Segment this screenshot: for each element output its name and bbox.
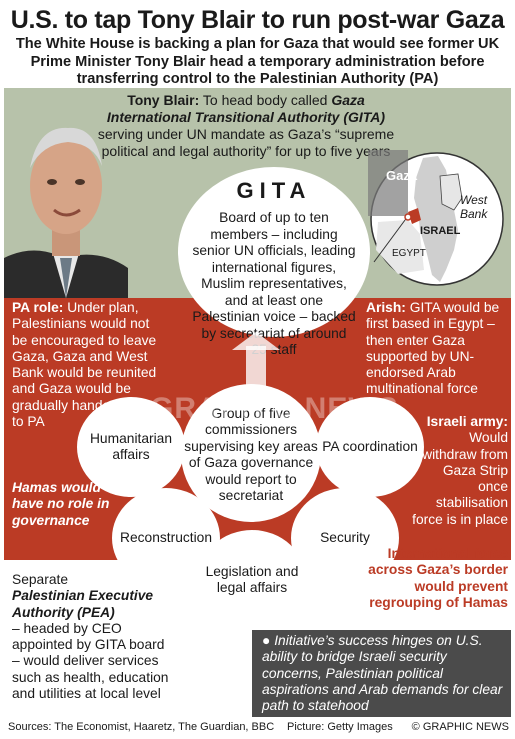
pa-role-label: PA role: <box>12 300 64 315</box>
map-label-gaza: Gaza <box>386 168 418 183</box>
headline: U.S. to tap Tony Blair to run post-war G… <box>10 6 505 34</box>
watermark: GRAPHIC NEWS <box>150 392 399 425</box>
arish-label: Arish: <box>366 300 406 315</box>
blair-text-2: serving under UN mandate as Gaza’s “supr… <box>97 126 395 159</box>
hamas-note: Hamas would have no role in governance <box>12 480 110 528</box>
footer: Sources: The Economist, Haaretz, The Gua… <box>4 717 511 739</box>
gita-full-name: Gaza International Transitional Authorit… <box>106 92 386 125</box>
israeli-army-text: Israeli army: Would withdraw from Gaza S… <box>412 414 508 528</box>
israeli-army-label: Israeli army: <box>426 414 508 429</box>
israeli-army-body: Would withdraw from Gaza Strip once stab… <box>412 430 508 527</box>
gita-circle <box>178 167 370 337</box>
gita-description: Board of up to ten members – including s… <box>192 210 356 357</box>
outlook-panel <box>252 630 511 717</box>
blair-text-1: To head body called <box>202 92 328 108</box>
commissioner-pa-coordination: PA coordination <box>316 397 424 497</box>
map-label-west-bank-2: Bank <box>460 207 488 221</box>
outlook-body: Initiative’s success hinges on U.S. abil… <box>262 633 503 714</box>
gita-title: GITA <box>236 178 312 203</box>
standfirst: The White House is backing a plan for Ga… <box>15 36 500 87</box>
commissioner-humanitarian: Humanitarian affairs <box>77 397 185 497</box>
pea-name: Palestinian Executive Authority (PEA) <box>12 588 154 620</box>
commissioners-group: Group of five commissioners supervising … <box>181 384 321 522</box>
pea-pre: Separate <box>12 572 68 587</box>
pea-text: Separate Palestinian Executive Authority… <box>12 572 172 702</box>
map-label-west-bank-1: West <box>460 193 488 207</box>
blair-role-text: Tony Blair: To head body called Gaza Int… <box>86 92 406 160</box>
tony-blair-photo <box>4 108 128 298</box>
international-force-text: International force across Gaza’s border… <box>368 546 508 610</box>
outlook-text: ● Initiative’s success hinges on U.S. ab… <box>262 633 506 714</box>
arish-text: Arish: GITA would be first based in Egyp… <box>366 300 506 398</box>
locator-map: Gaza West Bank ISRAEL EGYPT <box>368 150 506 288</box>
picture-credit: Picture: Getty Images <box>287 721 393 733</box>
pea-body: – headed by CEO appointed by GITA board … <box>12 620 169 702</box>
map-label-israel: ISRAEL <box>420 225 461 237</box>
copyright: © GRAPHIC NEWS <box>411 721 509 733</box>
commissioner-security: Security <box>291 488 399 588</box>
lower-left-panel <box>4 630 252 717</box>
bullet-icon: ● <box>262 633 271 648</box>
arish-body: GITA would be first based in Egypt – the… <box>366 300 500 397</box>
sources: Sources: The Economist, Haaretz, The Gua… <box>8 721 275 733</box>
commissioner-legislation: Legislation and legal affairs <box>198 530 306 630</box>
blair-name: Tony Blair: <box>127 92 200 108</box>
map-label-egypt: EGYPT <box>392 248 426 259</box>
